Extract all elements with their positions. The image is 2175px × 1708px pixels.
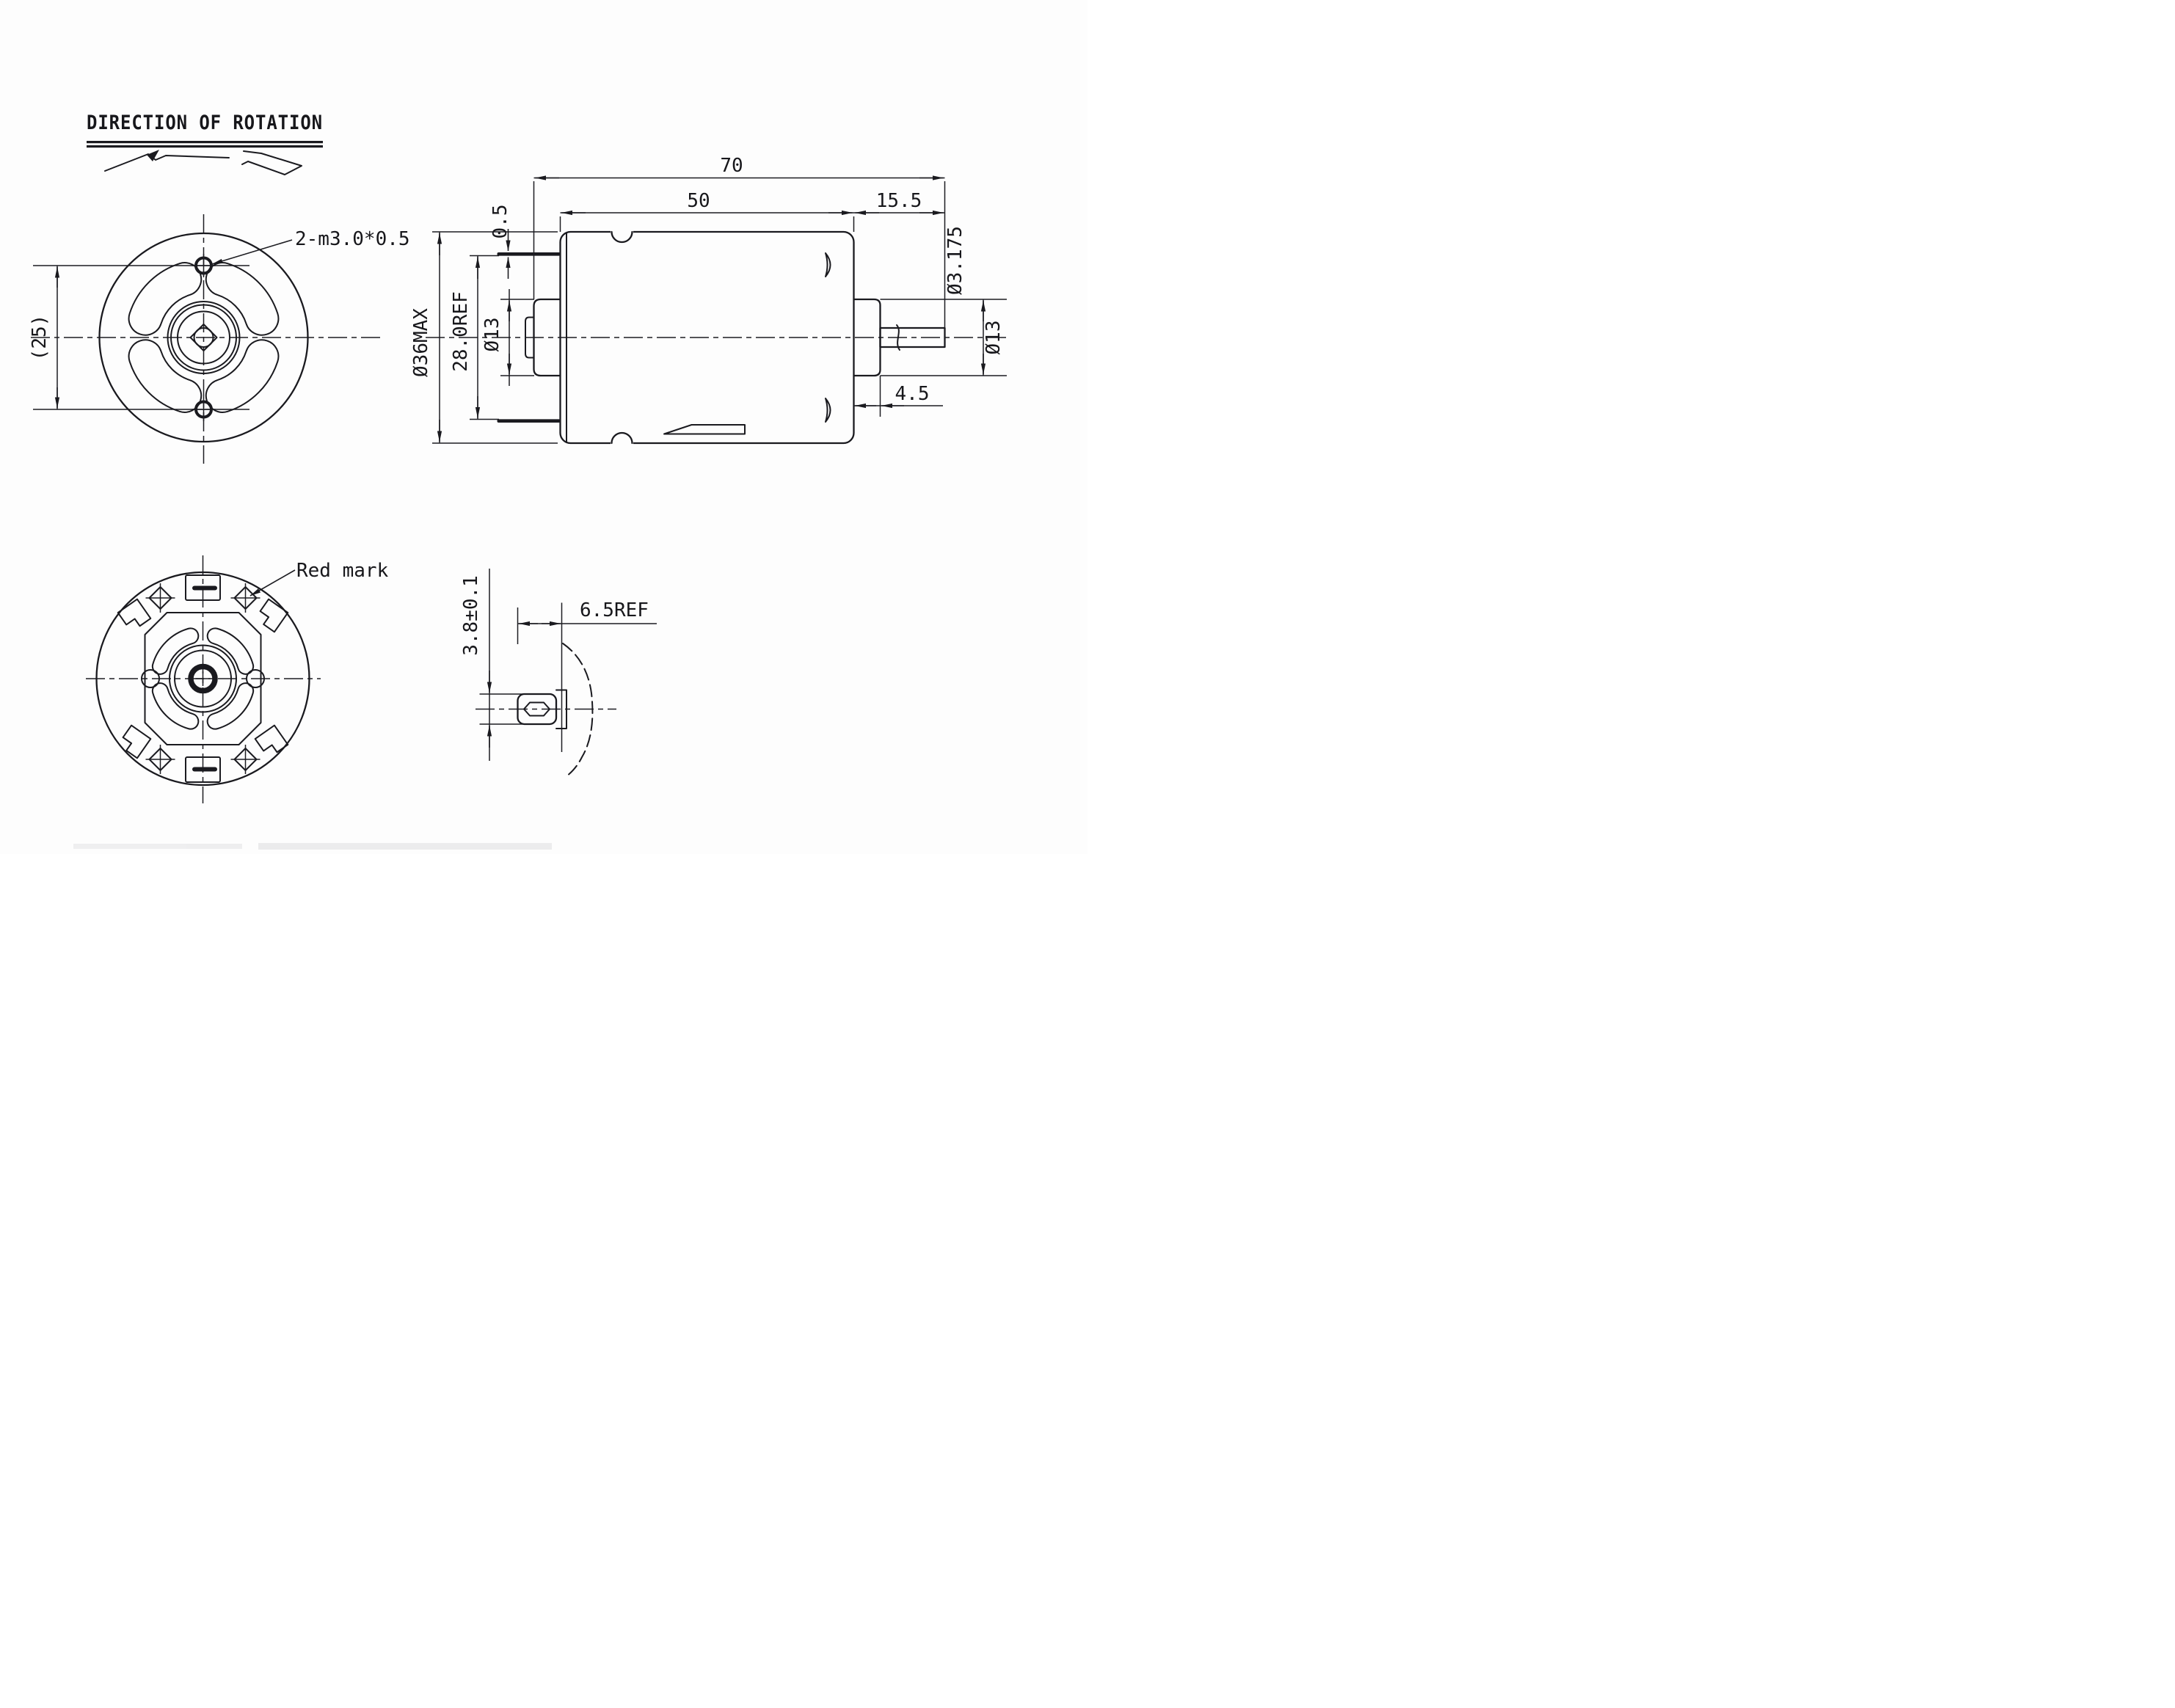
- front-hub-diamond: [189, 324, 218, 351]
- dim-70: 70: [533, 155, 946, 328]
- engineering-drawing-page: DIRECTION OF ROTATION: [0, 0, 1088, 854]
- flat-length-label: 6.5REF: [580, 599, 649, 621]
- dim-6-5-ref: 6.5REF: [517, 599, 657, 752]
- rear-view: Red mark: [86, 555, 389, 803]
- shaft-flat-facet: [523, 701, 550, 717]
- front-boss-step: [525, 316, 535, 359]
- front-vent-slots: [128, 262, 280, 413]
- shaft-end-detail: 3.8±0.1 6.5REF: [460, 569, 657, 777]
- rear-center-ring-inner: [174, 649, 232, 708]
- body-edge-notches: [611, 230, 633, 445]
- shaft-tip-outline: [517, 693, 558, 726]
- front-boss-ring-outer: [167, 301, 241, 374]
- rivet-mark: [145, 583, 175, 613]
- direction-of-rotation-block: DIRECTION OF ROTATION: [87, 112, 323, 175]
- front-boss-ring-inner: [170, 304, 237, 371]
- title-underline-top: [87, 141, 323, 144]
- front-boss-diameter-label: Ø13: [481, 318, 503, 352]
- rivet-mark: [230, 745, 261, 774]
- dim-4-5: 4.5: [853, 376, 943, 417]
- rim-tab: [254, 724, 289, 753]
- shaft-step: [555, 689, 567, 729]
- rear-plate-outline: [144, 612, 262, 745]
- dim-50: 50: [559, 190, 945, 232]
- shaft-diameter-label: Ø3.175: [944, 226, 966, 295]
- rim-tab: [259, 598, 289, 633]
- rivet-mark: [145, 745, 175, 774]
- terminal-span-label: 28.0REF: [450, 291, 472, 372]
- front-vent-slots-item: [205, 339, 280, 413]
- scan-artifact: [73, 843, 552, 850]
- rear-hub-ring: [188, 663, 218, 694]
- dim-3-8: 3.8±0.1: [460, 569, 522, 761]
- rear-vent-slot-top: [825, 252, 831, 277]
- rear-boss-length-label: 4.5: [895, 383, 930, 405]
- dim-13-rear: Ø13: [880, 299, 1007, 376]
- rim-tab: [117, 598, 152, 627]
- front-outer-circle: [98, 232, 309, 443]
- front-boss: [533, 298, 561, 377]
- shaft-extension-label: 15.5: [876, 190, 922, 212]
- red-mark-callout: Red mark: [249, 560, 389, 596]
- dim-13-front: Ø13: [481, 289, 534, 386]
- dim-0-5: 0.5: [489, 205, 511, 279]
- rear-boss-diameter-label: Ø13: [983, 321, 1005, 355]
- front-hole-spacing-label: (25): [29, 315, 51, 361]
- terminal-tab-top: [497, 252, 561, 256]
- rear-plate-slots-item: [206, 627, 255, 675]
- terminal-tab-bottom: [497, 419, 561, 423]
- body-diameter-label: Ø36MAX: [410, 308, 432, 377]
- motor-body-outline: [559, 230, 855, 445]
- brush-housing-bottom: [185, 756, 221, 783]
- rear-outer-circle: [95, 571, 310, 787]
- terminal-thickness-label: 0.5: [489, 205, 511, 239]
- shaft-break-mark: [896, 324, 900, 351]
- body-length-label: 50: [687, 190, 710, 212]
- brush-housing-top: [185, 574, 221, 601]
- side-view: 70 50 15.5 0.5 28.0REF: [410, 155, 1007, 445]
- body-bottom-tab: [663, 424, 746, 435]
- shaft: [879, 326, 946, 348]
- dim-15-5: 15.5: [855, 190, 944, 216]
- overall-length-label: 70: [720, 155, 743, 177]
- direction-of-rotation-title: DIRECTION OF ROTATION: [87, 112, 323, 134]
- motor-dimension-drawing: DIRECTION OF ROTATION: [29, 112, 1007, 850]
- rotation-arrow-icon: [104, 150, 302, 175]
- red-mark-label: Red mark: [296, 560, 389, 582]
- screw-spec-label: 2-m3.0*0.5: [295, 228, 410, 250]
- dim-28-ref: 28.0REF: [450, 255, 499, 420]
- dim-25: (25): [29, 265, 249, 410]
- rear-right-hole: [246, 669, 265, 688]
- front-vent-slots-item: [128, 339, 203, 413]
- front-view: (25) 2-m3.0*0.5: [29, 214, 410, 464]
- rear-rivet-marks: [145, 583, 261, 774]
- rear-rim-tabs: [117, 598, 289, 759]
- rear-plate-slots-item: [151, 627, 200, 675]
- front-shaft-hole: [193, 327, 214, 348]
- flat-width-label: 3.8±0.1: [460, 575, 482, 656]
- screw-spec-callout: 2-m3.0*0.5: [211, 228, 410, 265]
- dim-36-max: Ø36MAX: [410, 231, 558, 444]
- rear-plate-slots-item: [151, 682, 200, 730]
- rear-center-ring-outer: [169, 644, 237, 713]
- title-underline-bottom: [87, 145, 323, 148]
- rear-left-hole: [141, 669, 160, 688]
- rear-plate-slots-item: [206, 682, 255, 730]
- front-vent-slots-item: [205, 262, 280, 336]
- end-cap-dome-phantom: [562, 643, 594, 777]
- rear-plate-slots: [151, 627, 255, 730]
- rim-tab: [122, 724, 152, 759]
- rivet-mark: [230, 583, 261, 613]
- rear-vent-slot-bottom: [825, 398, 831, 423]
- front-vent-slots-item: [128, 262, 203, 336]
- front-bearing-circle: [177, 310, 230, 365]
